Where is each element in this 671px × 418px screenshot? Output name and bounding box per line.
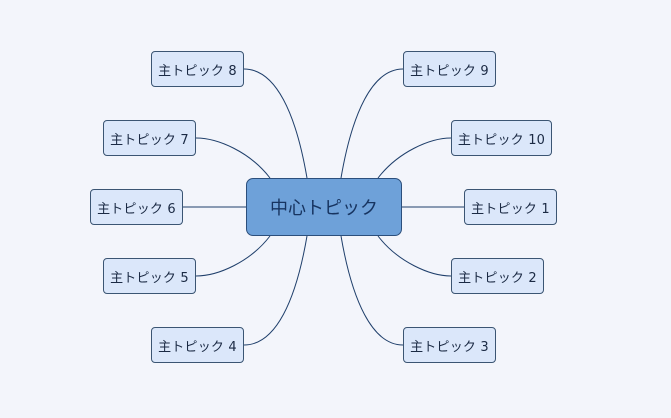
connector-topic-7 (195, 137, 271, 179)
connector-topic-8 (243, 68, 308, 179)
main-topic-6[interactable]: 主トピック 6 (90, 189, 183, 225)
main-topic-2[interactable]: 主トピック 2 (451, 258, 544, 294)
main-topic-7[interactable]: 主トピック 7 (103, 120, 196, 156)
connector-topic-3 (340, 235, 404, 346)
main-topic-9[interactable]: 主トピック 9 (403, 51, 496, 87)
main-topic-3[interactable]: 主トピック 3 (403, 327, 496, 363)
connector-topic-4 (243, 235, 308, 346)
main-topic-8[interactable]: 主トピック 8 (151, 51, 244, 87)
main-topic-1[interactable]: 主トピック 1 (464, 189, 557, 225)
connector-topic-9 (340, 68, 404, 179)
main-topic-4[interactable]: 主トピック 4 (151, 327, 244, 363)
central-topic-node[interactable]: 中心トピック (246, 178, 402, 236)
connector-topic-2 (377, 235, 452, 277)
connector-topic-10 (377, 137, 452, 179)
connector-topic-5 (195, 235, 271, 277)
main-topic-10[interactable]: 主トピック 10 (451, 120, 552, 156)
main-topic-5[interactable]: 主トピック 5 (103, 258, 196, 294)
